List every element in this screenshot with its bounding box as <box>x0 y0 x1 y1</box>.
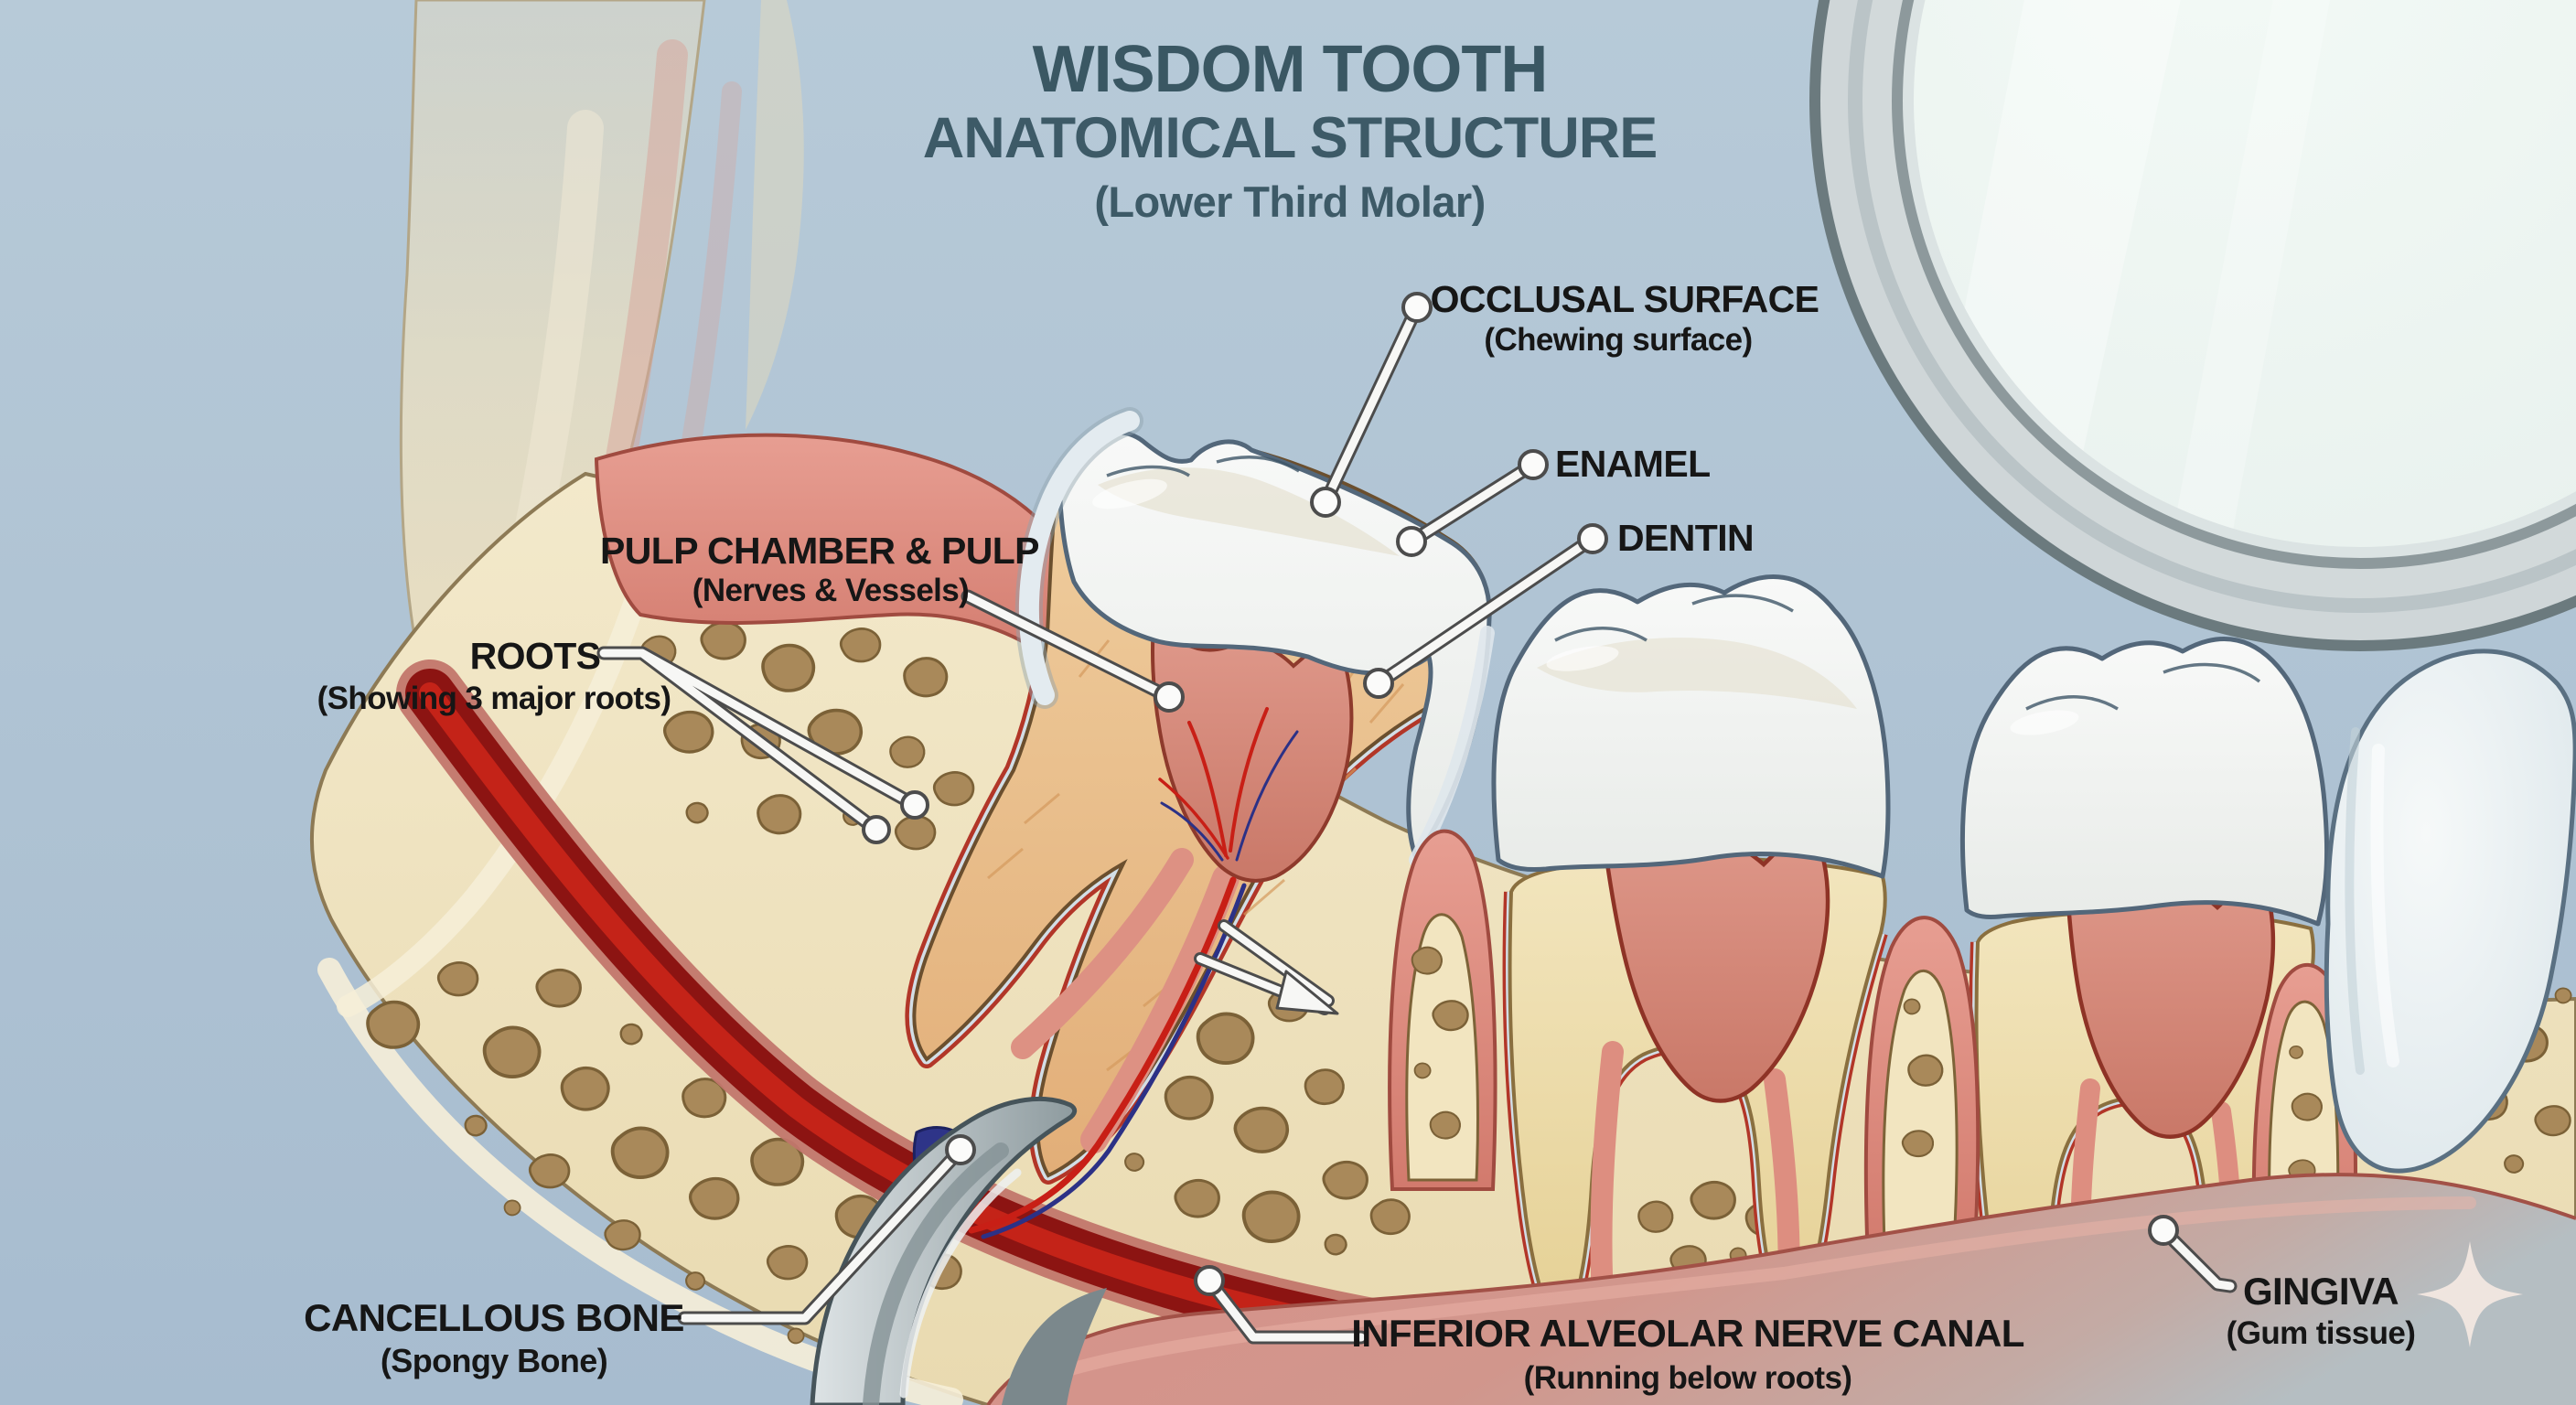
label-pulp-sub: (Nerves & Vessels) <box>692 573 970 608</box>
leader-occlusal-surface <box>1310 292 1433 518</box>
enamel-crown <box>1959 637 2330 927</box>
pulp-vessels <box>968 707 1299 1239</box>
root-canal-distal <box>1080 864 1240 1153</box>
leader-enamel <box>1396 449 1549 557</box>
leader-pulp <box>961 589 1185 713</box>
sparkle-icon <box>2417 1241 2523 1347</box>
label-occlusal-surface-sub: (Chewing surface) <box>1484 322 1753 358</box>
root-canal-mesial <box>1011 848 1194 1059</box>
leader-lines <box>596 292 2238 1345</box>
second-molar <box>1491 574 1891 1341</box>
label-gingiva-sub: (Gum tissue) <box>2226 1315 2416 1351</box>
page-subtitle: ANATOMICAL STRUCTURE <box>922 106 1658 170</box>
label-dentin: DENTIN <box>1617 517 1755 559</box>
page-title: WISDOM TOOTH <box>1032 33 1549 106</box>
label-occlusal-surface: OCCLUSAL SURFACE <box>1430 278 1819 320</box>
leader-dentin <box>1363 523 1608 699</box>
label-gingiva: GINGIVA <box>2242 1270 2399 1313</box>
enamel-grooves <box>1106 456 1300 477</box>
label-enamel: ENAMEL <box>1555 443 1711 485</box>
leader-gingiva <box>2148 1215 2238 1293</box>
label-nerve-canal-sub: (Running below roots) <box>1523 1360 1852 1396</box>
premolar-tooth <box>2324 649 2576 1174</box>
dental-instrument <box>810 1096 1107 1405</box>
leader-nerve-canal <box>1194 1265 1368 1345</box>
dental-mirror <box>1809 0 2576 651</box>
label-roots-sub: (Showing 3 major roots) <box>317 681 671 716</box>
label-nerve-canal: INFERIOR ALVEOLAR NERVE CANAL <box>1351 1312 2024 1355</box>
wisdom-tooth <box>905 407 1495 1239</box>
label-roots: ROOTS <box>469 635 601 677</box>
mirror-face <box>1914 0 2576 547</box>
label-cancellous-bone: CANCELLOUS BONE <box>304 1296 684 1339</box>
label-cancellous-bone-sub: (Spongy Bone) <box>380 1342 608 1379</box>
label-pulp: PULP CHAMBER & PULP <box>600 530 1039 572</box>
gingiva-band <box>986 1173 2576 1405</box>
page-subtitle-2: (Lower Third Molar) <box>1094 177 1486 226</box>
leader-roots <box>596 646 1339 1015</box>
leader-cancellous-bone <box>677 1134 976 1325</box>
enamel-crown <box>1491 574 1891 879</box>
root-canal <box>1590 1041 1624 1310</box>
